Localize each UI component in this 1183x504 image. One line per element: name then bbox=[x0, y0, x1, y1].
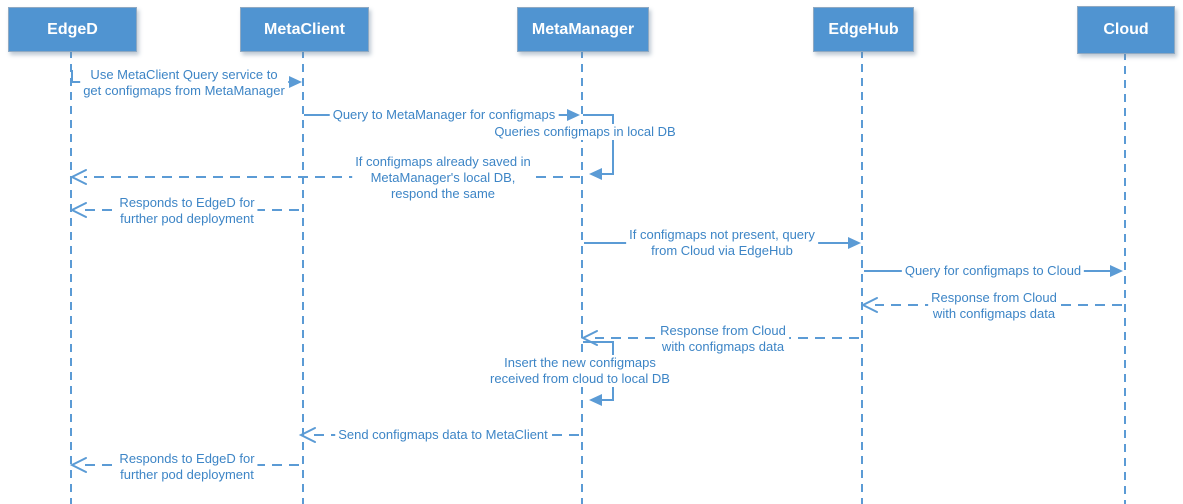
participant-label: EdgeHub bbox=[828, 20, 899, 38]
participant-metamanager: MetaManager bbox=[517, 7, 649, 52]
arrowhead-open-8 bbox=[860, 297, 878, 313]
message-selfloop-3 bbox=[583, 114, 614, 175]
message-label-6: If configmaps not present, query from Cl… bbox=[626, 227, 818, 259]
message-label-line: Response from Cloud bbox=[660, 323, 786, 338]
message-label-line: Query for configmaps to Cloud bbox=[904, 263, 1082, 278]
message-label-8: Response from Cloud with configmaps data bbox=[928, 290, 1060, 322]
message-label-11: Send configmaps data to MetaClient bbox=[335, 427, 551, 443]
message-label-line: with configmaps data bbox=[661, 339, 785, 354]
arrowhead-right-1 bbox=[289, 76, 302, 88]
participant-edged: EdgeD bbox=[8, 7, 137, 52]
arrowhead-left-10 bbox=[589, 394, 602, 406]
participant-label: MetaClient bbox=[264, 20, 345, 38]
arrowhead-open-12 bbox=[69, 457, 87, 473]
message-label-line: Responds to EdgeD for bbox=[119, 195, 255, 210]
message-label-line: Send configmaps data to MetaClient bbox=[338, 427, 548, 442]
message-label-line: get configmaps from MetaManager bbox=[83, 83, 285, 98]
message-label-10: Insert the new configmaps received from … bbox=[487, 355, 673, 387]
arrowhead-right-7 bbox=[1110, 265, 1123, 277]
message-label-3: Queries configmaps in local DB bbox=[491, 124, 679, 140]
message-label-line: Insert the new configmaps bbox=[504, 355, 656, 370]
message-label-line: with configmaps data bbox=[932, 306, 1056, 321]
message-label-4: If configmaps already saved in MetaManag… bbox=[352, 154, 534, 202]
message-label-line: respond the same bbox=[390, 186, 496, 201]
message-label-line: Queries configmaps in local DB bbox=[494, 124, 676, 139]
message-label-line: further pod deployment bbox=[120, 467, 254, 482]
message-label-line: received from cloud to local DB bbox=[490, 371, 670, 386]
arrowhead-open-5 bbox=[69, 202, 87, 218]
participant-label: MetaManager bbox=[531, 20, 635, 38]
message-label-line: If configmaps not present, query bbox=[629, 227, 815, 242]
arrowhead-open-11 bbox=[298, 427, 316, 443]
arrowhead-left-3 bbox=[589, 168, 602, 180]
message-label-line: Response from Cloud bbox=[931, 290, 1057, 305]
message-label-2: Query to MetaManager for configmaps bbox=[329, 107, 559, 123]
arrowhead-right-6 bbox=[848, 237, 861, 249]
participant-label: Cloud bbox=[1103, 21, 1149, 38]
participant-cloud: Cloud bbox=[1077, 6, 1175, 54]
message-label-line: further pod deployment bbox=[120, 211, 254, 226]
message-label-7: Query for configmaps to Cloud bbox=[901, 263, 1085, 279]
message-label-line: from Cloud via EdgeHub bbox=[651, 243, 793, 258]
message-label-line: MetaManager's local DB, bbox=[370, 170, 516, 185]
arrowhead-right-2 bbox=[567, 109, 580, 121]
message-label-5: Responds to EdgeD for further pod deploy… bbox=[116, 195, 258, 227]
arrowhead-open-4 bbox=[69, 169, 87, 185]
participant-metaclient: MetaClient bbox=[240, 7, 369, 52]
message-label-line: If configmaps already saved in bbox=[355, 154, 531, 169]
participant-label: EdgeD bbox=[47, 20, 98, 38]
participant-edgehub: EdgeHub bbox=[813, 7, 914, 52]
message-label-line: Query to MetaManager for configmaps bbox=[332, 107, 556, 122]
message-label-1: Use MetaClient Query service to get conf… bbox=[80, 67, 288, 99]
message-label-line: Use MetaClient Query service to bbox=[90, 67, 278, 82]
message-label-12: Responds to EdgeD for further pod deploy… bbox=[116, 451, 258, 483]
message-label-line: Responds to EdgeD for bbox=[119, 451, 255, 466]
message-label-9: Response from Cloud with configmaps data bbox=[657, 323, 789, 355]
